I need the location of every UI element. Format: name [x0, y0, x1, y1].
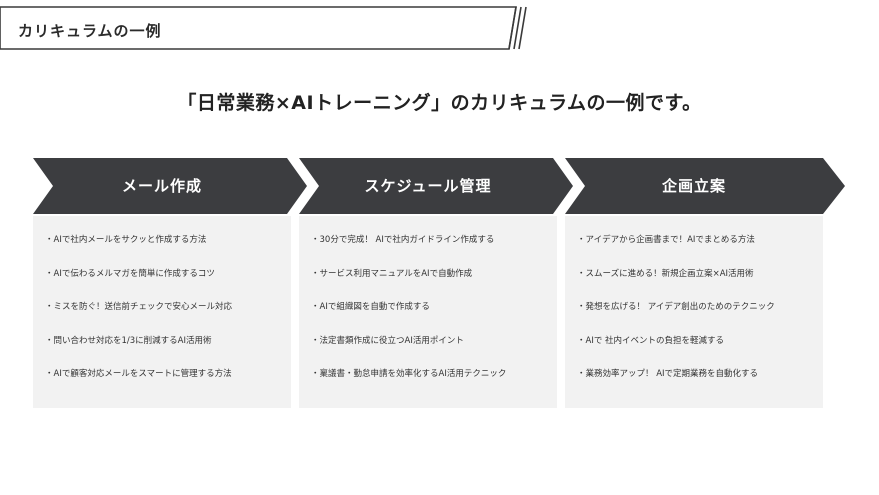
column-item-list: ・AIで社内メールをサクッと作成する方法 ・AIで伝わるメルマガを簡単に作成する… [45, 233, 285, 401]
arrow-chevron-icon [565, 158, 845, 214]
curriculum-columns: メール作成 ・AIで社内メールをサクッと作成する方法 ・AIで伝わるメルマガを簡… [33, 158, 853, 410]
header-title: カリキュラムの一例 [18, 22, 162, 40]
list-item: ・AIで伝わるメルマガを簡単に作成するコツ [45, 268, 215, 279]
header-tab-frame [0, 6, 527, 50]
column-panel [565, 216, 823, 408]
column-item-list: ・30分で完成！ AIで社内ガイドライン作成する ・サービス利用マニュアルをAI… [311, 233, 551, 401]
list-item: ・30分で完成！ AIで社内ガイドライン作成する [311, 235, 495, 245]
list-item: ・業務効率アップ！ AIで定期業務を自動化する [577, 369, 759, 379]
column-planning: 企画立案 ・アイデアから企画書まで！AIでまとめる方法 ・スムーズに進める！新規… [565, 158, 845, 410]
column-email: メール作成 ・AIで社内メールをサクッと作成する方法 ・AIで伝わるメルマガを簡… [33, 158, 307, 410]
list-item: ・AIで 社内イベントの負担を軽減する [577, 335, 725, 346]
column-panel [299, 216, 557, 408]
list-item: ・AIで顧客対応メールをスマートに管理する方法 [45, 369, 232, 379]
section-header-tab: カリキュラムの一例 [0, 6, 530, 50]
list-item: ・発想を広げる！ アイデア創出のためのテクニック [577, 302, 775, 312]
list-item: ・問い合わせ対応を1/3に削減するAI活用術 [45, 335, 212, 346]
list-item: ・稟議書・勤怠申請を効率化するAI活用テクニック [311, 369, 507, 379]
column-panel [33, 216, 291, 408]
list-item: ・AIで社内メールをサクッと作成する方法 [45, 235, 207, 245]
list-item: ・AIで組織図を自動で作成する [311, 302, 430, 312]
list-item: ・サービス利用マニュアルをAIで自動作成 [311, 268, 473, 279]
column-title: メール作成 [121, 177, 202, 195]
list-item: ・法定書類作成に役立つAI活用ポイント [311, 335, 464, 346]
list-item: ・アイデアから企画書まで！AIでまとめる方法 [577, 235, 755, 245]
column-title: 企画立案 [661, 177, 726, 195]
column-item-list: ・アイデアから企画書まで！AIでまとめる方法 ・スムーズに進める！新規企画立案×… [577, 233, 817, 401]
page-title: 「日常業務×AIトレーニング」のカリキュラムの一例です。 [177, 92, 702, 114]
list-item: ・スムーズに進める！新規企画立案×AI活用術 [577, 268, 754, 279]
arrow-chevron-icon [33, 158, 307, 214]
column-title: スケジュール管理 [364, 177, 492, 195]
list-item: ・ミスを防ぐ！送信前チェックで安心メール対応 [45, 302, 233, 312]
arrow-chevron-icon [299, 158, 573, 214]
column-schedule: スケジュール管理 ・30分で完成！ AIで社内ガイドライン作成する ・サービス利… [299, 158, 573, 410]
